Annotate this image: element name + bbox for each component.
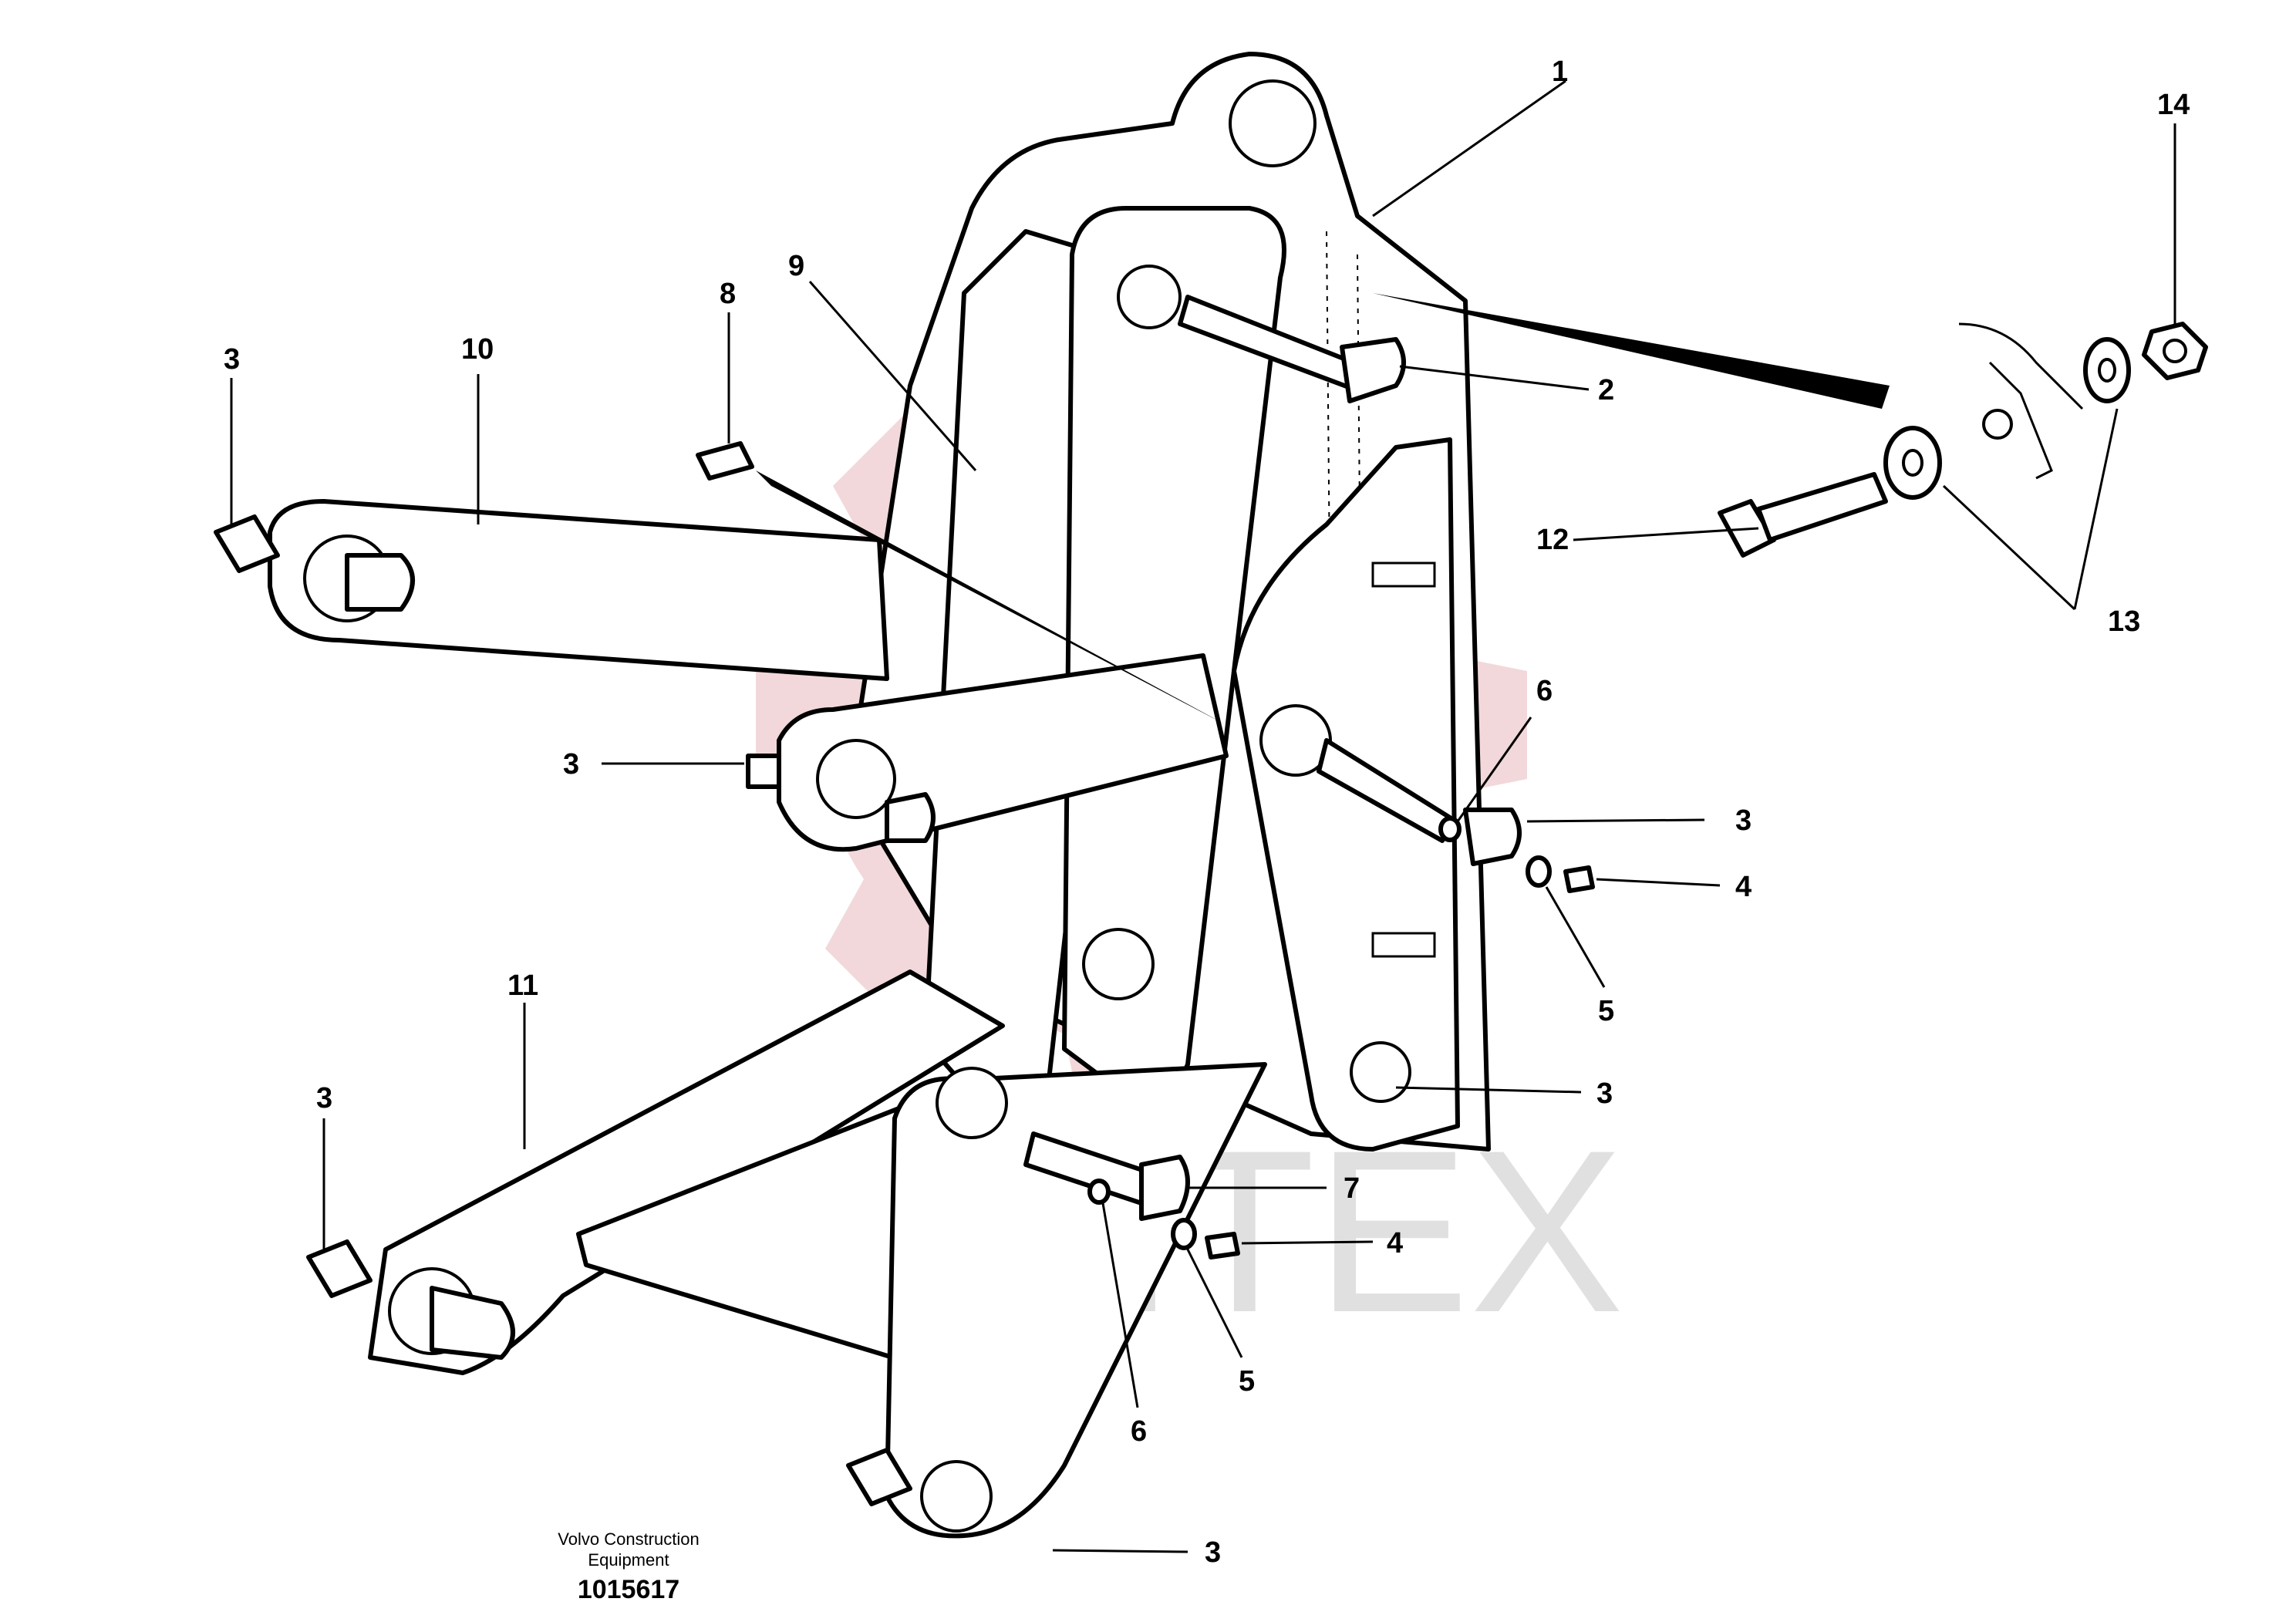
footer-block: Volvo Construction Equipment 1015617 xyxy=(558,1529,699,1604)
callout-labels: 1 2 3 3 3 3 3 3 3 4 4 5 5 6 6 7 8 9 10 1… xyxy=(224,56,2190,1569)
washer-13a xyxy=(1883,426,1942,500)
callout-10: 10 xyxy=(461,333,494,366)
callout-3-middle-left: 3 xyxy=(563,748,579,781)
callout-9: 9 xyxy=(788,250,804,282)
callout-3-right-lower: 3 xyxy=(1596,1077,1613,1110)
footer-company-line2: Equipment xyxy=(588,1550,669,1570)
bolt-12 xyxy=(1718,472,1888,558)
reference-arrow-upper xyxy=(1373,293,1890,409)
nut-14 xyxy=(2142,322,2208,380)
callout-4-lower: 4 xyxy=(1387,1227,1403,1259)
footer-drawing-number: 1015617 xyxy=(578,1575,679,1604)
pin-2 xyxy=(1178,295,1406,403)
callout-5-lower: 5 xyxy=(1239,1365,1255,1398)
callout-13: 13 xyxy=(2108,605,2140,638)
side-plate-left xyxy=(923,206,1286,1105)
callout-3-lower-left: 3 xyxy=(316,1082,332,1114)
callout-6-lower: 6 xyxy=(1131,1415,1147,1448)
bolt-4-lower xyxy=(1205,1232,1240,1259)
callout-3-bottom: 3 xyxy=(1205,1536,1221,1569)
callout-12: 12 xyxy=(1536,524,1569,556)
footer-company-line1: Volvo Construction xyxy=(558,1529,699,1549)
detail-view-plate xyxy=(1958,322,2084,480)
callout-3-upper-left: 3 xyxy=(224,343,240,376)
washer-5-upper xyxy=(1526,855,1552,888)
bolt-4-upper xyxy=(1563,865,1595,893)
callout-7: 7 xyxy=(1344,1172,1360,1205)
lock-ring-6-upper xyxy=(1438,816,1462,842)
callout-3-center: 3 xyxy=(1735,804,1752,837)
washer-5-lower xyxy=(1171,1218,1197,1250)
link-arm-10 xyxy=(214,499,889,681)
callout-14: 14 xyxy=(2157,89,2190,121)
callout-2: 2 xyxy=(1598,374,1614,406)
callout-4-upper: 4 xyxy=(1735,871,1752,903)
link-arm-middle xyxy=(746,653,1229,852)
pin-center xyxy=(1317,738,1522,866)
side-plate-right xyxy=(1232,437,1460,1152)
leader-lines xyxy=(230,79,2176,1553)
grease-nipple-8 xyxy=(696,441,754,481)
callout-1: 1 xyxy=(1552,56,1568,88)
washer-13b xyxy=(2083,337,2131,403)
lock-ring-6-lower xyxy=(1087,1179,1111,1205)
callout-8: 8 xyxy=(720,278,736,310)
callout-11: 11 xyxy=(507,969,538,1002)
callout-5-upper: 5 xyxy=(1598,995,1614,1027)
reference-arrow-middle xyxy=(756,470,1226,725)
callout-6-upper: 6 xyxy=(1536,675,1553,707)
pin-lower xyxy=(1023,1131,1190,1221)
